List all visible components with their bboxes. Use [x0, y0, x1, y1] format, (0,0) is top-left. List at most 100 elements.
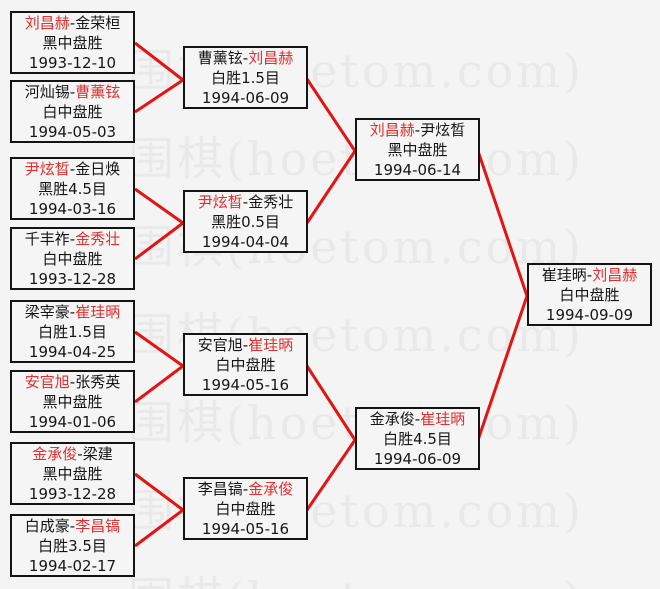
dash: - [242, 335, 249, 354]
match-date: 1994-02-17 [28, 556, 117, 575]
dash: - [69, 82, 76, 101]
player-winner: 金承俊 [32, 444, 78, 463]
match-box-r2-4: 李昌镐-金承俊 白中盘胜 1994-05-16 [183, 477, 308, 540]
connector-line [476, 150, 529, 297]
connector-line [305, 365, 357, 441]
player-loser: 梁宰豪 [24, 302, 70, 321]
match-box-r1-8: 白成豪-李昌镐 白胜3.5目 1994-02-17 [10, 514, 135, 577]
dash: - [414, 120, 421, 139]
match-players: 河灿锡-曹薰铉 [25, 82, 120, 102]
player-winner: 尹炫晳 [24, 159, 70, 178]
match-players: 尹炫晳-金秀壮 [198, 192, 293, 212]
match-players: 千丰祚-金秀壮 [25, 229, 120, 249]
player-winner: 崔珪昞 [420, 409, 466, 428]
match-date: 1994-03-16 [28, 199, 117, 218]
match-result: 白胜1.5目 [38, 322, 107, 341]
match-date: 1994-06-09 [201, 88, 290, 107]
match-players: 曹薰铉-刘昌赫 [198, 48, 293, 68]
player-loser: 河灿锡 [24, 82, 70, 101]
match-box-r2-1: 曹薰铉-刘昌赫 白胜1.5目 1994-06-09 [183, 46, 308, 109]
player-loser: 梁建 [82, 444, 113, 463]
connector-line [305, 78, 357, 152]
connector-line [134, 187, 184, 225]
dash: - [414, 409, 421, 428]
connector-line [134, 221, 184, 261]
player-loser: 张秀英 [75, 372, 121, 391]
match-box-r1-4: 千丰祚-金秀壮 白中盘胜 1993-12-28 [10, 227, 135, 290]
connector-line [134, 41, 184, 82]
player-winner: 崔珪昞 [248, 335, 294, 354]
match-result: 白中盘胜 [215, 355, 276, 374]
dash: - [77, 444, 83, 463]
match-box-sf-1: 刘昌赫-尹炫晳 黑中盘胜 1994-06-14 [355, 118, 480, 181]
match-date: 1994-05-16 [201, 375, 290, 394]
match-result: 白中盘胜 [559, 285, 620, 304]
dash: - [69, 13, 76, 32]
player-winner: 崔珪昞 [75, 302, 121, 321]
match-players: 梁宰豪-崔珪昞 [25, 302, 120, 322]
match-date: 1994-05-16 [201, 519, 290, 538]
match-box-r1-5: 梁宰豪-崔珪昞 白胜1.5目 1994-04-25 [10, 300, 135, 363]
match-result: 黑胜4.5目 [38, 179, 107, 198]
dash: - [69, 159, 76, 178]
connector-line [134, 78, 184, 114]
player-loser: 千丰祚 [24, 229, 70, 248]
match-date: 1994-01-06 [28, 412, 117, 431]
match-players: 刘昌赫-尹炫晳 [370, 120, 465, 140]
dash: - [242, 479, 249, 498]
player-winner: 刘昌赫 [592, 265, 638, 284]
match-box-r1-2: 河灿锡-曹薰铉 白中盘胜 1994-05-03 [10, 80, 135, 143]
player-winner: 安官旭 [24, 372, 70, 391]
connector-line [134, 508, 184, 548]
match-box-sf-2: 金承俊-崔珪昞 白胜4.5目 1994-06-09 [355, 407, 480, 470]
match-players: 金承俊-崔珪昞 [370, 409, 465, 429]
player-winner: 曹薰铉 [75, 82, 121, 101]
match-result: 黑胜0.5目 [211, 212, 280, 231]
dash: - [586, 265, 593, 284]
dash: - [69, 229, 76, 248]
match-result: 黑中盘胜 [42, 33, 103, 52]
player-loser: 尹炫晳 [420, 120, 466, 139]
match-players: 金承俊-梁建 [32, 444, 112, 464]
match-box-r1-1: 刘昌赫-金荣桓 黑中盘胜 1993-12-10 [10, 11, 135, 74]
match-result: 白中盘胜 [42, 249, 103, 268]
player-winner: 金秀壮 [75, 229, 121, 248]
match-date: 1994-04-04 [201, 232, 290, 251]
match-date: 1994-05-03 [28, 122, 117, 141]
dash: - [69, 516, 76, 535]
connector-line [305, 150, 357, 224]
match-result: 黑中盘胜 [42, 392, 103, 411]
match-players: 安官旭-张秀英 [25, 372, 120, 392]
match-box-r2-3: 安官旭-崔珪昞 白中盘胜 1994-05-16 [183, 333, 308, 396]
match-date: 1994-06-14 [373, 160, 462, 179]
match-players: 崔珪昞-刘昌赫 [542, 265, 637, 285]
player-loser: 金秀壮 [248, 192, 294, 211]
player-winner: 刘昌赫 [369, 120, 415, 139]
match-players: 安官旭-崔珪昞 [198, 335, 293, 355]
player-loser: 崔珪昞 [541, 265, 587, 284]
dash: - [69, 302, 76, 321]
player-loser: 李昌镐 [197, 479, 243, 498]
match-result: 白胜1.5目 [211, 68, 280, 87]
match-players: 李昌镐-金承俊 [198, 479, 293, 499]
connector-line [134, 364, 184, 404]
match-players: 刘昌赫-金荣桓 [25, 13, 120, 33]
match-box-r1-3: 尹炫晳-金日焕 黑胜4.5目 1994-03-16 [10, 157, 135, 220]
match-box-final: 崔珪昞-刘昌赫 白中盘胜 1994-09-09 [527, 263, 652, 326]
match-result: 白中盘胜 [215, 499, 276, 518]
match-players: 尹炫晳-金日焕 [25, 159, 120, 179]
player-loser: 金荣桓 [75, 13, 121, 32]
match-result: 黑中盘胜 [42, 464, 103, 483]
match-result: 白胜4.5目 [383, 429, 452, 448]
match-players: 白成豪-李昌镐 [25, 516, 120, 536]
connector-line [476, 295, 529, 441]
player-winner: 刘昌赫 [24, 13, 70, 32]
player-loser: 白成豪 [24, 516, 70, 535]
match-result: 黑中盘胜 [387, 140, 448, 159]
connector-line [134, 330, 184, 368]
connector-line [134, 472, 184, 512]
match-box-r1-6: 安官旭-张秀英 黑中盘胜 1994-01-06 [10, 370, 135, 433]
match-box-r1-7: 金承俊-梁建 黑中盘胜 1993-12-28 [10, 442, 135, 505]
